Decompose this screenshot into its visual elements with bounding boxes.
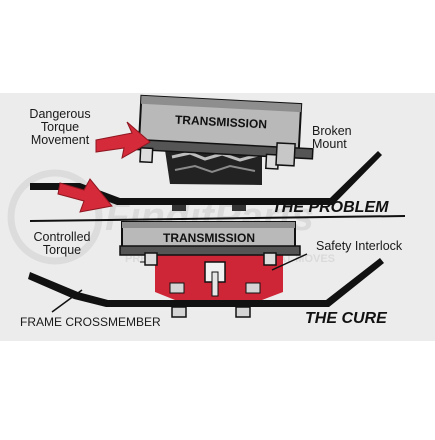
controlled-line-1: Controlled xyxy=(33,230,91,244)
dangerous-line-3: Movement xyxy=(30,133,90,147)
transmission-label-cure: TRANSMISSION xyxy=(163,231,256,245)
interlock-stem xyxy=(211,271,219,297)
broken-mount-label: Broken Mount xyxy=(312,125,362,151)
interlock-spring-right xyxy=(245,282,261,294)
frame-bolt-right-problem xyxy=(232,205,246,211)
transmission-problem xyxy=(125,94,314,170)
controlled-torque-label: Controlled Torque xyxy=(22,231,102,257)
torque-arrow-lower xyxy=(57,178,113,213)
broken-mount-block xyxy=(165,148,262,185)
dangerous-line-2: Torque xyxy=(40,120,80,134)
interlock-spring-left xyxy=(169,282,185,294)
frame-bolt-left-cure xyxy=(171,306,187,318)
safety-interlock-label: Safety Interlock xyxy=(316,239,403,253)
torque-arrow-upper xyxy=(95,121,151,159)
controlled-line-2: Torque xyxy=(42,243,82,257)
broken-line-2: Mount xyxy=(312,137,347,151)
dangerous-line-1: Dangerous xyxy=(29,107,91,121)
frame-bolt-left-problem xyxy=(172,205,186,211)
frame-crossmember-leader xyxy=(51,289,83,313)
frame-crossmember-label: FRAME CROSSMEMBER xyxy=(20,315,161,329)
broken-mount-crack xyxy=(171,151,259,162)
dangerous-torque-label: Dangerous Torque Movement xyxy=(20,108,100,147)
broken-line-1: Broken xyxy=(312,124,352,138)
safety-interlock-leader xyxy=(271,253,308,271)
broken-mount-crack-2 xyxy=(174,164,256,174)
transmission-cure xyxy=(119,221,301,266)
divider-line xyxy=(29,215,406,222)
frame-bolt-right-cure xyxy=(235,306,251,318)
heading-the-problem: THE PROBLEM xyxy=(272,199,389,216)
heading-the-cure: THE CURE xyxy=(305,310,387,327)
